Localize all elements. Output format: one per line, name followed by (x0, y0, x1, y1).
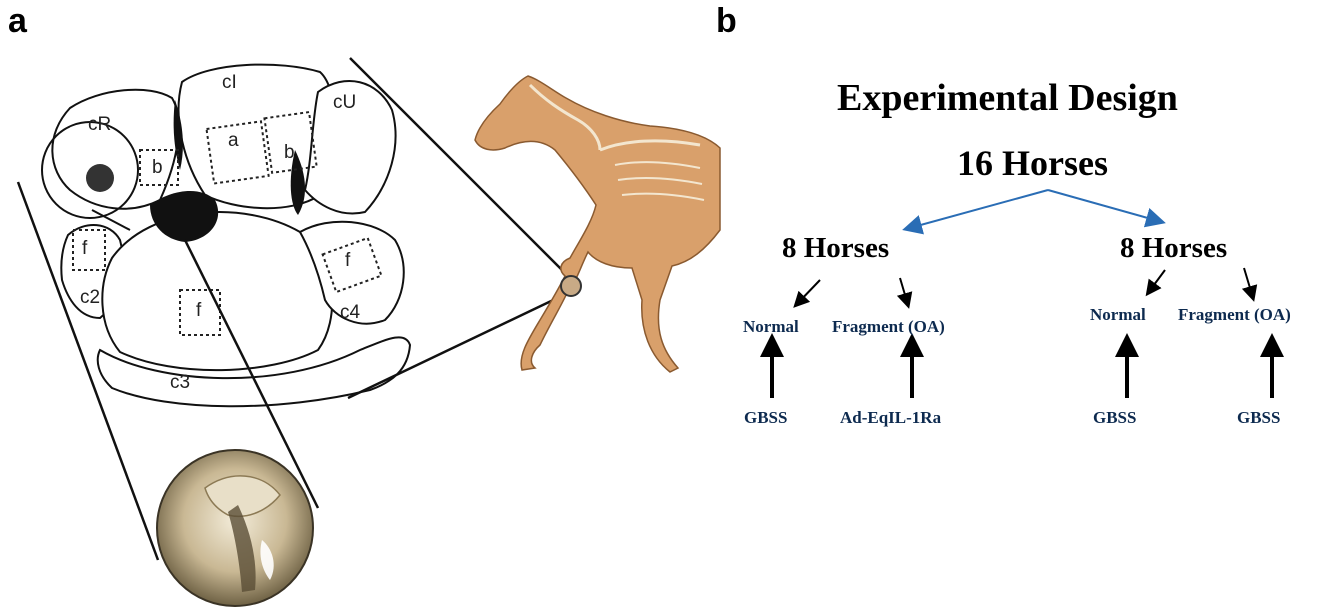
root-horses: 16 Horses (957, 142, 1108, 184)
bone-label-cr: cR (88, 114, 111, 136)
bone-label-c3: c3 (170, 372, 190, 394)
bone-label-f-left: f (82, 238, 87, 260)
group-arrow (1244, 268, 1253, 298)
g1-condition-normal: Normal (743, 317, 799, 337)
g2-condition-normal: Normal (1090, 305, 1146, 325)
design-title: Experimental Design (837, 76, 1178, 120)
group-1-label: 8 Horses (782, 232, 889, 265)
bone-label-b-left: b (152, 157, 163, 179)
bone-label-c2: c2 (80, 287, 100, 309)
g1-treatment-fragment: Ad-EqIL-1Ra (840, 408, 941, 428)
root-arrow-right (1048, 190, 1162, 222)
bone-label-f-center: f (196, 300, 201, 322)
bone-label-b-right: b (284, 142, 295, 164)
g2-condition-fragment: Fragment (OA) (1178, 305, 1291, 325)
bone-label-a: a (228, 130, 239, 152)
g1-treatment-normal: GBSS (744, 408, 787, 428)
bone-label-cu: cU (333, 92, 356, 114)
g1-condition-fragment: Fragment (OA) (832, 317, 945, 337)
bone-label-f-right: f (345, 250, 350, 272)
group-2-label: 8 Horses (1120, 232, 1227, 265)
bone-label-c4: c4 (340, 302, 360, 324)
bone-label-ci: cI (222, 72, 237, 94)
group-arrow (796, 280, 820, 305)
g2-treatment-normal: GBSS (1093, 408, 1136, 428)
root-arrow-left (906, 190, 1048, 229)
g2-treatment-fragment: GBSS (1237, 408, 1280, 428)
group-arrow (1148, 270, 1165, 293)
group-arrow (900, 278, 908, 305)
